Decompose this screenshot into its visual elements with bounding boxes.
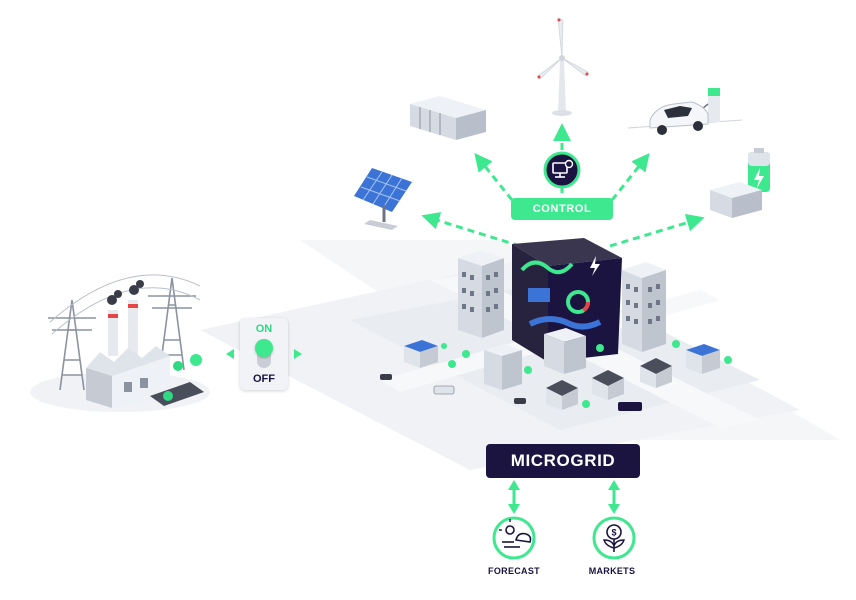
svg-text:$: $ bbox=[611, 528, 616, 538]
ev-charging-icon bbox=[627, 88, 743, 135]
markets-label: MARKETS bbox=[588, 566, 636, 576]
city-buildings bbox=[380, 238, 732, 411]
solar-panel-icon bbox=[354, 168, 412, 230]
forecast-label: FORECAST bbox=[488, 566, 540, 576]
switch-on-label: ON bbox=[255, 323, 273, 335]
switch-knob[interactable] bbox=[255, 339, 273, 357]
control-arrows bbox=[421, 123, 705, 248]
control-label: CONTROL bbox=[511, 198, 613, 220]
forecast-sun-cloud-wind-icon bbox=[492, 516, 536, 560]
markets-dollar-plant-icon: $ bbox=[592, 516, 636, 560]
control-monitor-gear-icon bbox=[543, 151, 581, 189]
battery-storage-icon bbox=[710, 148, 770, 218]
power-plant-icon bbox=[30, 274, 210, 412]
microgrid-links bbox=[512, 486, 616, 508]
switch-off-label: OFF bbox=[253, 373, 275, 385]
microgrid-label: MICROGRID bbox=[486, 444, 640, 478]
wind-turbine-icon bbox=[537, 17, 589, 116]
battery-cabinets-icon bbox=[410, 96, 486, 140]
grid-connection-switch[interactable]: ON OFF bbox=[240, 318, 288, 390]
switch-arrows bbox=[226, 349, 302, 359]
